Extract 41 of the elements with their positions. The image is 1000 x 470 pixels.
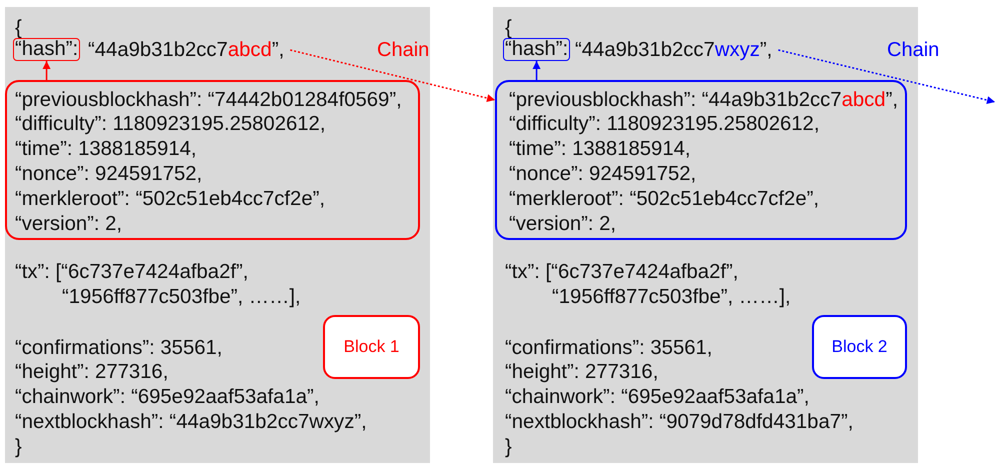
block-label: Block 2 [812,315,907,379]
block-label: Block 1 [323,315,420,379]
code-line: “nonce”: 924591752, [15,162,202,187]
edge-label: Chain [377,38,430,62]
code-line: “tx”: [“6c737e7424afba2f”, “1956ff877c503fbe”, ……], [505,260,792,310]
hash-value: “44a9b31b2cc7wxyz”, [575,38,772,62]
closing-brace: } [15,434,22,460]
code-line: “height”: 277316, [505,360,658,386]
code-line: “merkleroot”: “502c51eb4cc7cf2e”, [15,186,325,212]
code-line: “time”: 1388185914, [15,137,197,162]
code-line: “confirmations”: 35561, [15,336,222,360]
header-frame [5,80,420,240]
closing-brace: } [505,434,512,460]
dotted-arrow [778,49,996,104]
code-line: “nonce”: 924591752, [509,162,696,187]
code-line: “nextblockhash”: “44a9b31b2cc7wxyz”, [15,410,367,435]
code-line: “version”: 2, [15,212,122,236]
hash-key-frame: “hash”: [503,38,570,61]
arrow [42,61,51,80]
code-line: “chainwork”: “695e92aaf53afa1a”, [505,385,810,410]
code-line: “difficulty”: 1180923195.25802612, [15,112,326,138]
opening-brace: { [505,16,512,40]
code-line: “chainwork”: “695e92aaf53afa1a”, [15,385,320,410]
code-line: “difficulty”: 1180923195.25802612, [509,112,820,138]
code-line: “merkleroot”: “502c51eb4cc7cf2e”, [509,186,819,212]
code-line: “tx”: [“6c737e7424afba2f”, “1956ff877c503fbe”, ……], [15,260,302,310]
arrow [532,61,541,80]
block-panel [5,7,430,463]
dotted-arrow [290,49,496,102]
opening-brace: { [15,16,22,40]
code-line: “height”: 277316, [15,360,168,386]
code-line: “nextblockhash”: “9079d78dfd431ba7”, [505,410,854,435]
edge-label: Chain [887,38,940,62]
code-line: “version”: 2, [509,212,616,236]
code-line: “previousblockhash”: “74442b01284f0569”, [15,88,402,112]
hash-key-frame: “hash”: [13,38,80,61]
header-frame [495,80,907,240]
hash-value: “44a9b31b2cc7abcd”, [88,38,284,62]
code-line: “confirmations”: 35561, [505,336,712,360]
code-line: “previousblockhash”: “44a9b31b2cc7abcd”, [509,88,898,112]
code-line: “time”: 1388185914, [509,137,691,162]
